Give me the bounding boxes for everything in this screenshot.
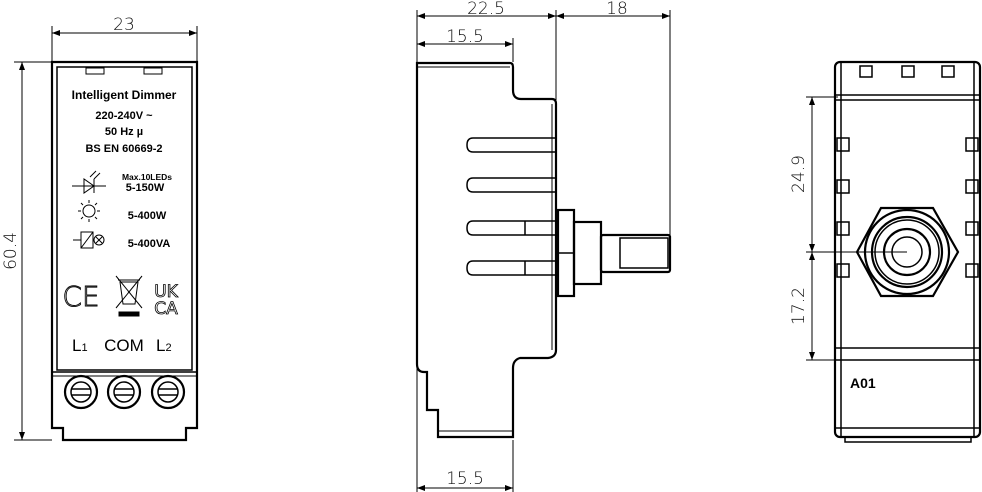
label-border <box>56 66 193 371</box>
transformer-load: 5-400VA <box>128 238 171 250</box>
led-load: 5-150W <box>126 182 165 194</box>
heat-sink-fins <box>466 137 556 276</box>
shaft-bushing <box>572 220 603 286</box>
transformer-icon <box>73 231 105 249</box>
top-clips <box>859 65 955 78</box>
side-body-outline <box>415 61 558 439</box>
shaft-dimension: 18 <box>606 0 628 19</box>
model-code: A01 <box>850 375 876 391</box>
terminal-label-com: COM <box>104 336 144 355</box>
width-dimension: 23 <box>113 15 135 35</box>
weee-bin-icon <box>115 275 143 317</box>
ukca-mark-bottom: CA <box>154 299 178 319</box>
terminal-screw-com <box>106 374 142 410</box>
terminal-label-l1: L1 <box>72 336 88 355</box>
bottom-depth-dimension: 15.5 <box>446 469 484 489</box>
terminal-screw-l2 <box>150 374 186 410</box>
lower-dimension: 17.2 <box>789 287 809 325</box>
depth-dimension: 22.5 <box>467 0 505 19</box>
side-view: 22.5 18 15.5 15.5 <box>415 0 672 492</box>
frequency-rating: 50 Hz µ <box>105 126 143 138</box>
terminal-screws <box>63 374 186 410</box>
ukca-mark-top: UK <box>154 282 178 302</box>
incandescent-load: 5-400W <box>128 210 167 222</box>
standard-code: BS EN 60669-2 <box>85 143 162 155</box>
product-title: Intelligent Dimmer <box>72 88 177 102</box>
upper-dimension: 24.9 <box>789 155 809 193</box>
top-depth-dimension: 15.5 <box>446 27 484 47</box>
ce-mark: CE <box>62 280 99 313</box>
led-max-label: Max.10LEDs <box>122 172 172 182</box>
front-body-outline <box>50 60 199 442</box>
terminal-screw-l1 <box>63 374 99 410</box>
bulb-icon <box>78 200 100 222</box>
side-clips <box>836 137 979 278</box>
front-view: 23 60.4 Intelligent Dimmer 220-240V ~ 50… <box>1 15 199 442</box>
back-view: 24.9 17.2 A01 <box>789 60 982 443</box>
terminal-label-l2: L2 <box>156 336 172 355</box>
height-dimension: 60.4 <box>1 232 21 270</box>
voltage-rating: 220-240V ~ <box>95 110 153 122</box>
led-icon <box>72 170 106 194</box>
hex-nut-front <box>855 206 960 298</box>
rotary-shaft <box>599 233 672 274</box>
